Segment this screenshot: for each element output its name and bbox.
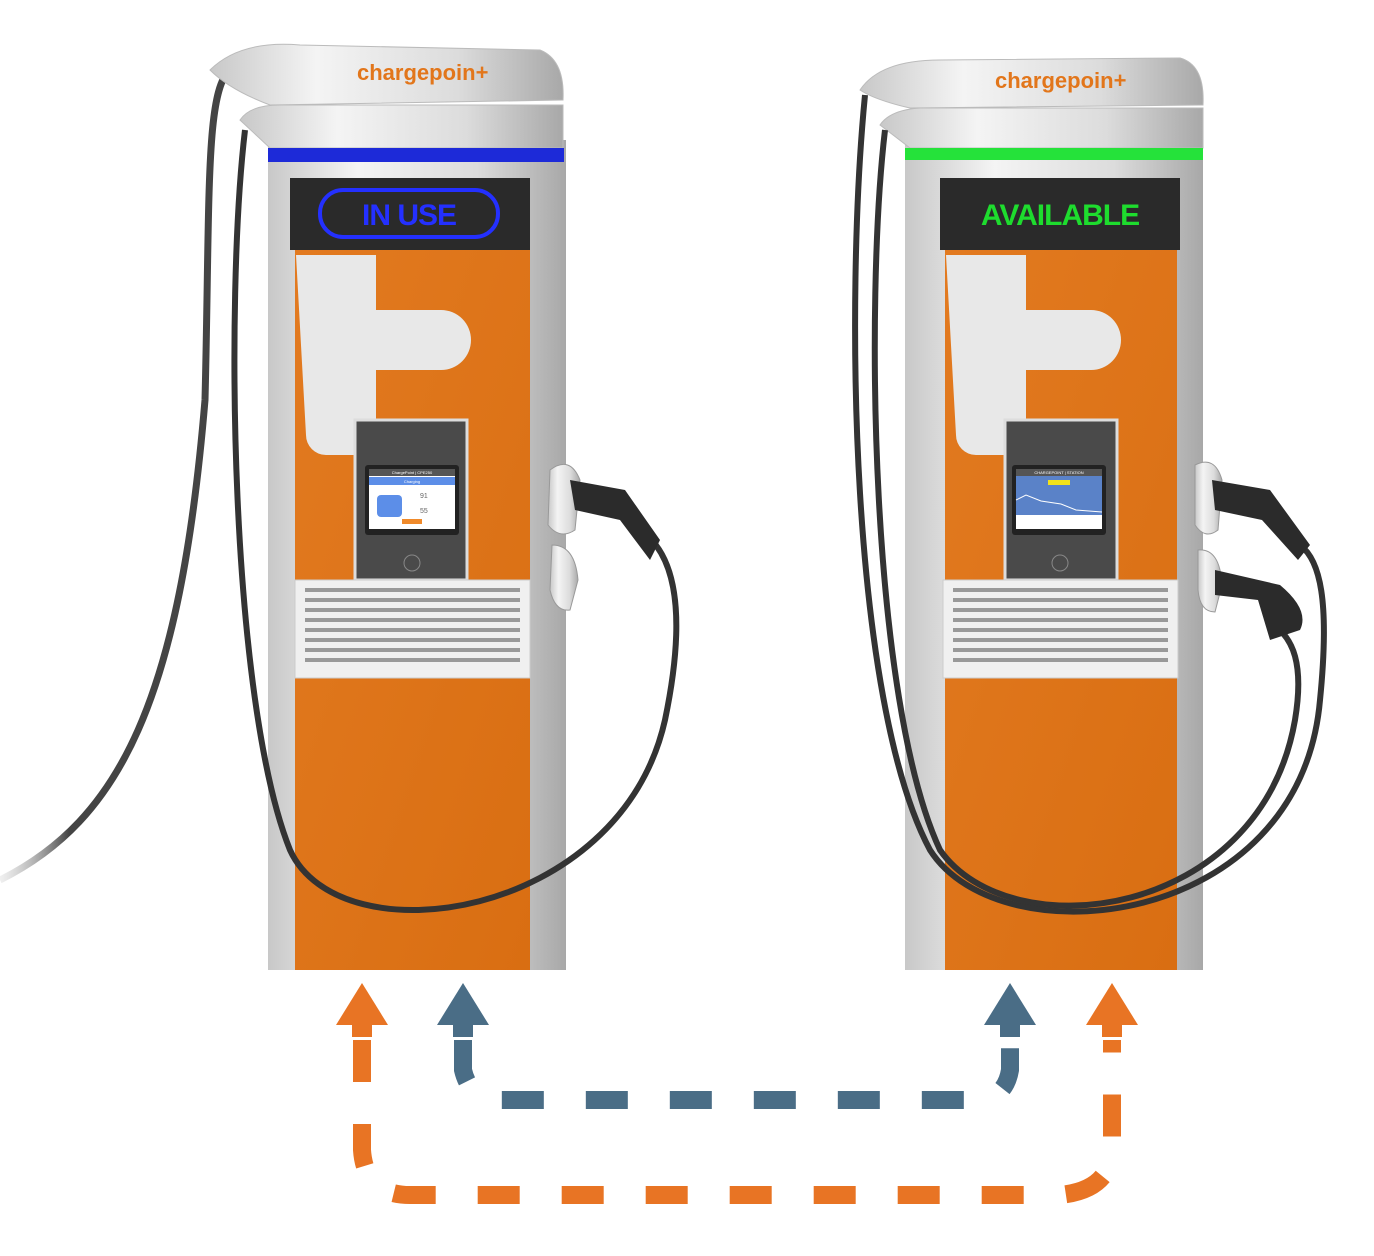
charging-connector[interactable] bbox=[1212, 480, 1310, 560]
charging-connector[interactable] bbox=[570, 480, 660, 560]
car-icon bbox=[377, 495, 402, 517]
screen-title: ChargePoint | CPE250 bbox=[392, 470, 433, 475]
outer-dashed-path bbox=[353, 1040, 1121, 1204]
cable bbox=[0, 67, 233, 884]
charger-top-cap bbox=[859, 57, 1204, 109]
cable bbox=[871, 129, 1302, 909]
cable bbox=[231, 129, 680, 914]
screen-banner: Charging bbox=[404, 479, 420, 484]
load-balancing-arrows bbox=[336, 983, 1138, 1204]
arrow-up-icon bbox=[984, 983, 1036, 1025]
arrow-up-icon bbox=[336, 983, 388, 1025]
status-light-bar bbox=[905, 148, 1203, 160]
arrow-up-icon bbox=[437, 983, 489, 1025]
connector-holster bbox=[1194, 461, 1223, 535]
plus-logo-graphic bbox=[296, 255, 471, 455]
charger-top-cap bbox=[209, 43, 564, 106]
cable bbox=[852, 94, 1327, 915]
plus-logo-graphic bbox=[946, 255, 1121, 455]
brand-logo: chargepoin+ bbox=[357, 60, 488, 85]
status-text: AVAILABLE bbox=[981, 199, 1139, 232]
status-text: IN USE bbox=[362, 199, 456, 232]
charging-connector[interactable] bbox=[1215, 570, 1303, 640]
reading-1: 91 bbox=[420, 493, 428, 500]
nfc-reader-icon bbox=[1051, 554, 1069, 572]
arrow-up-icon bbox=[1086, 983, 1138, 1025]
inner-dashed-path bbox=[454, 1040, 1019, 1109]
screen-title: CHARGEPOINT | STATION bbox=[1034, 470, 1083, 475]
reading-2: 55 bbox=[420, 508, 428, 515]
status-light-bar bbox=[268, 148, 564, 162]
charger-left: chargepoin+ IN USE ChargePoint | CPE250 … bbox=[0, 43, 680, 970]
nfc-reader-icon bbox=[403, 554, 421, 572]
charger-right: chargepoin+ AVAILABLE CHARGEPOINT | STAT… bbox=[852, 57, 1327, 970]
status-display bbox=[940, 178, 1180, 250]
brand-logo: chargepoin+ bbox=[995, 68, 1126, 93]
